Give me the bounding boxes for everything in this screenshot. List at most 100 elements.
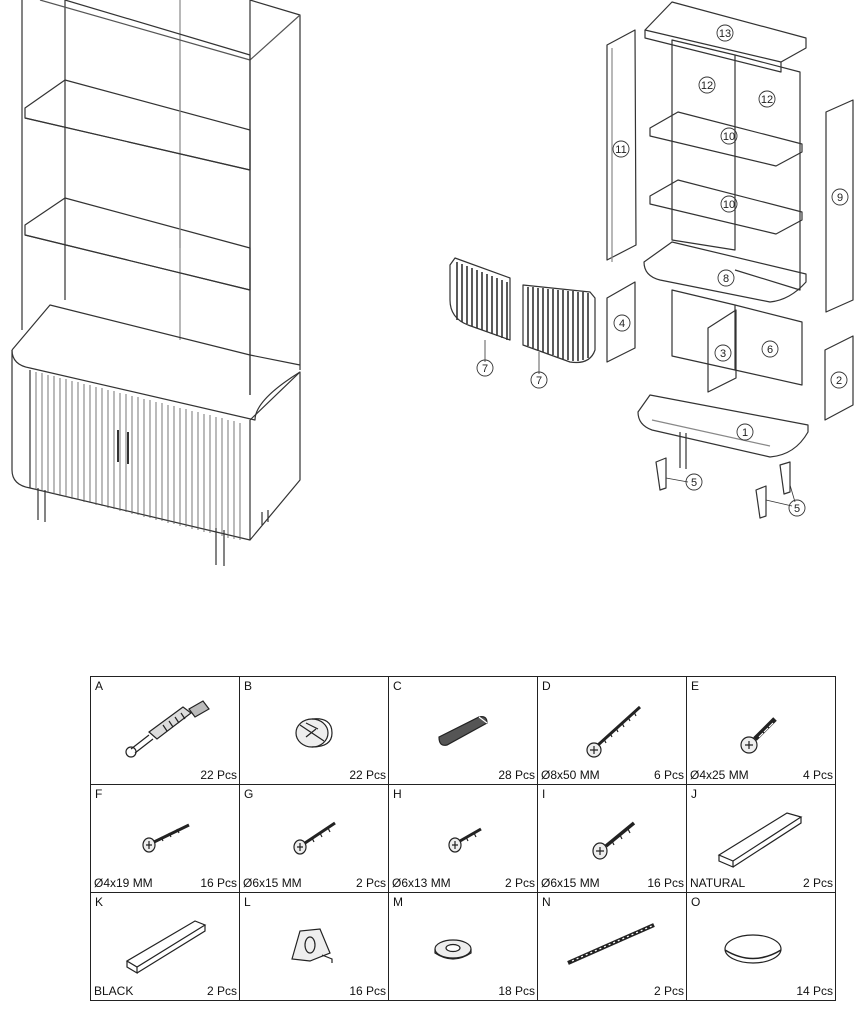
hardware-letter: M [393, 895, 403, 909]
hardware-qty: 16 Pcs [647, 876, 684, 890]
machine-screw-icon [740, 717, 777, 754]
callout-5b: 5 [788, 499, 806, 517]
exploded-view-drawing [449, 1, 854, 519]
callout-12a: 12 [698, 76, 716, 94]
hardware-qty: 2 Pcs [802, 876, 833, 890]
callout-8: 8 [717, 269, 735, 287]
wood-screw-icon [293, 821, 336, 855]
hardware-letter: H [393, 787, 402, 801]
hardware-qty: 2 Pcs [355, 876, 386, 890]
callout-4: 4 [613, 314, 631, 332]
hardware-spec: BLACK [94, 984, 134, 998]
hardware-letter: O [691, 895, 701, 909]
hardware-letter: C [393, 679, 402, 693]
long-screw-icon [586, 705, 642, 758]
callout-9: 9 [831, 188, 849, 206]
threaded-rod-icon [567, 923, 655, 965]
svg-text:11: 11 [615, 144, 626, 156]
hardware-cell-b: B 22 Pcs [239, 676, 389, 785]
svg-text:10: 10 [723, 131, 735, 143]
hardware-spec: Ø8x50 MM [541, 768, 600, 782]
svg-text:7: 7 [482, 363, 488, 375]
callout-6: 6 [761, 340, 779, 358]
callout-1: 1 [736, 423, 754, 441]
callout-12b: 12 [758, 90, 776, 108]
hardware-letter: J [691, 787, 697, 801]
hardware-letter: B [244, 679, 253, 693]
hardware-spec: Ø6x15 MM [541, 876, 600, 890]
callout-10a: 10 [720, 127, 738, 145]
felt-pad-icon [724, 934, 782, 964]
svg-text:12: 12 [701, 80, 713, 92]
hardware-table: A 22 Pcs B 22 Pcs C 28 Pcs [90, 676, 836, 1001]
hardware-letter: I [542, 787, 546, 801]
svg-text:9: 9 [837, 192, 843, 204]
callout-7b: 7 [530, 371, 548, 389]
svg-text:7: 7 [536, 375, 542, 387]
hardware-spec: Ø6x15 MM [243, 876, 302, 890]
callout-10b: 10 [720, 195, 738, 213]
hardware-cell-k: K BLACK 2 Pcs [90, 892, 240, 1001]
washer-icon [434, 939, 472, 960]
svg-text:2: 2 [836, 375, 842, 387]
hardware-qty: 14 Pcs [796, 984, 833, 998]
part-callouts: 13 12 12 11 10 10 9 8 4 3 6 2 1 5 5 7 7 [476, 24, 849, 517]
strip-black-icon [125, 920, 207, 975]
hardware-spec: Ø6x13 MM [392, 876, 451, 890]
hardware-cell-i: I Ø6x15 MM 16 Pcs [537, 784, 687, 893]
hardware-cell-n: N 2 Pcs [537, 892, 687, 1001]
svg-text:4: 4 [619, 318, 625, 330]
svg-text:5: 5 [691, 477, 697, 489]
hardware-qty: 4 Pcs [802, 768, 833, 782]
hardware-letter: L [244, 895, 251, 909]
svg-text:3: 3 [720, 348, 726, 360]
hardware-spec: NATURAL [690, 876, 746, 890]
callout-7a: 7 [476, 359, 494, 377]
hardware-cell-a: A 22 Pcs [90, 676, 240, 785]
hardware-qty: 2 Pcs [504, 876, 535, 890]
hardware-cell-h: H Ø6x13 MM 2 Pcs [388, 784, 538, 893]
hardware-cell-g: G Ø6x15 MM 2 Pcs [239, 784, 389, 893]
callout-11: 11 [612, 140, 630, 158]
cam-lock-icon [295, 718, 333, 748]
wood-screw-icon [592, 821, 636, 860]
hardware-spec: Ø4x25 MM [690, 768, 749, 782]
wooden-dowel-icon [438, 716, 488, 746]
hardware-cell-o: O 14 Pcs [686, 892, 836, 1001]
hardware-row: F Ø4x19 MM 16 Pcs G Ø6x15 MM 2 Pcs H Ø [90, 784, 836, 893]
callout-5a: 5 [685, 473, 703, 491]
svg-text:10: 10 [723, 199, 735, 211]
hardware-cell-f: F Ø4x19 MM 16 Pcs [90, 784, 240, 893]
strip-natural-icon [717, 812, 803, 868]
callout-2: 2 [830, 371, 848, 389]
hardware-row: A 22 Pcs B 22 Pcs C 28 Pcs [90, 676, 836, 785]
hardware-cell-j: J NATURAL 2 Pcs [686, 784, 836, 893]
hardware-qty: 2 Pcs [653, 984, 684, 998]
hardware-row: K BLACK 2 Pcs L 16 Pcs M 18 Pcs [90, 892, 836, 1001]
svg-text:12: 12 [761, 94, 773, 106]
hardware-qty: 22 Pcs [349, 768, 386, 782]
hardware-letter: K [95, 895, 104, 909]
hardware-letter: N [542, 895, 551, 909]
callout-3: 3 [714, 344, 732, 362]
hardware-cell-m: M 18 Pcs [388, 892, 538, 1001]
svg-text:8: 8 [723, 273, 729, 285]
hardware-spec: Ø4x19 MM [94, 876, 153, 890]
hardware-qty: 22 Pcs [200, 768, 237, 782]
assembled-cabinet-drawing [11, 0, 301, 566]
hardware-cell-e: E Ø4x25 MM 4 Pcs [686, 676, 836, 785]
hardware-cell-d: D Ø8x50 MM 6 Pcs [537, 676, 687, 785]
hardware-qty: 16 Pcs [200, 876, 237, 890]
hardware-cell-c: C 28 Pcs [388, 676, 538, 785]
svg-text:13: 13 [719, 28, 731, 40]
hardware-qty: 2 Pcs [206, 984, 237, 998]
svg-text:1: 1 [742, 427, 748, 439]
hardware-letter: F [95, 787, 103, 801]
hardware-qty: 16 Pcs [349, 984, 386, 998]
shelf-support-icon [291, 928, 333, 963]
hardware-qty: 28 Pcs [498, 768, 535, 782]
hardware-letter: E [691, 679, 700, 693]
svg-text:5: 5 [794, 503, 800, 515]
short-screw-icon [448, 827, 482, 853]
